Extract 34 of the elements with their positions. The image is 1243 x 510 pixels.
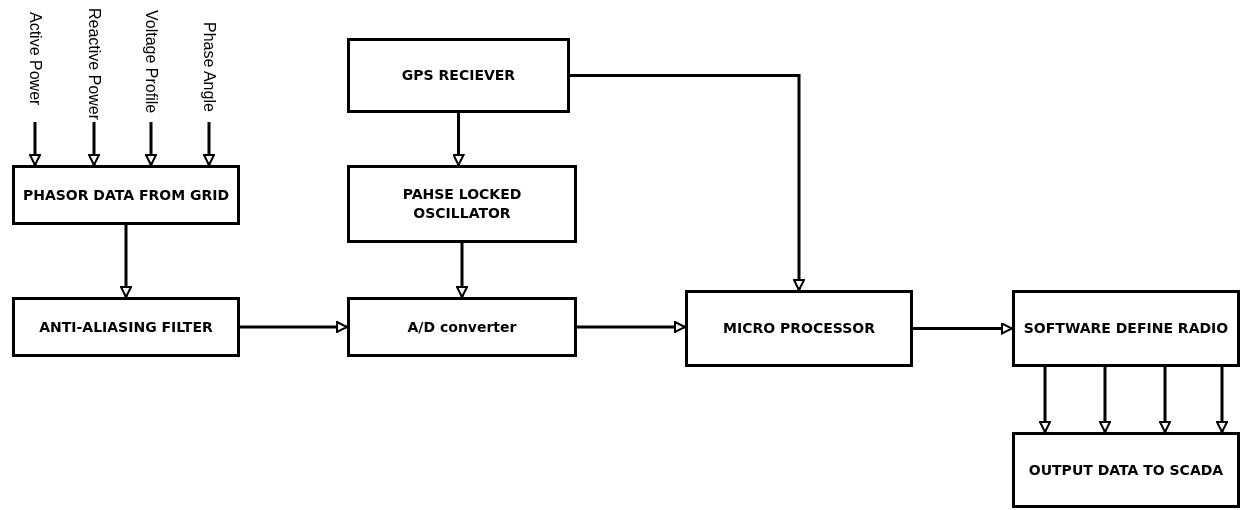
input-label: Active Power <box>27 12 43 116</box>
process-box <box>347 297 577 357</box>
box-label: OUTPUT DATA TO SCADA <box>1028 460 1224 480</box>
arrow <box>913 322 1013 335</box>
arrow <box>1099 367 1111 433</box>
process-box <box>1012 432 1240 508</box>
process-box <box>685 290 913 367</box>
box-label: SOFTWARE DEFINE RADIO <box>1023 319 1229 338</box>
box-label: PAHSE LOCKED OSCILLATOR <box>401 185 523 223</box>
box-label: A/D converter <box>407 317 517 337</box>
process-box <box>1012 290 1240 367</box>
input-label: Voltage Profile <box>143 10 159 116</box>
arrow <box>570 74 805 291</box>
input-label: Phase Angle <box>201 22 217 116</box>
box-label: ANTI-ALIASING FILTER <box>39 317 213 337</box>
arrow <box>145 122 157 166</box>
arrow <box>29 122 41 166</box>
arrow <box>240 321 348 333</box>
arrow <box>1039 367 1051 433</box>
arrow <box>1159 367 1171 433</box>
arrow <box>88 122 100 166</box>
box-label: PHASOR DATA FROM GRID <box>22 185 230 205</box>
arrow <box>577 321 686 333</box>
process-box <box>12 165 240 225</box>
arrow <box>120 225 132 298</box>
process-box <box>347 38 570 113</box>
arrow <box>203 122 215 166</box>
arrow <box>456 243 468 298</box>
box-label: GPS RECIEVER <box>401 66 516 85</box>
process-box <box>347 165 577 243</box>
box-label: MICRO PROCESSOR <box>723 319 875 338</box>
arrow <box>452 113 465 166</box>
process-box <box>12 297 240 357</box>
arrow <box>1216 367 1228 433</box>
